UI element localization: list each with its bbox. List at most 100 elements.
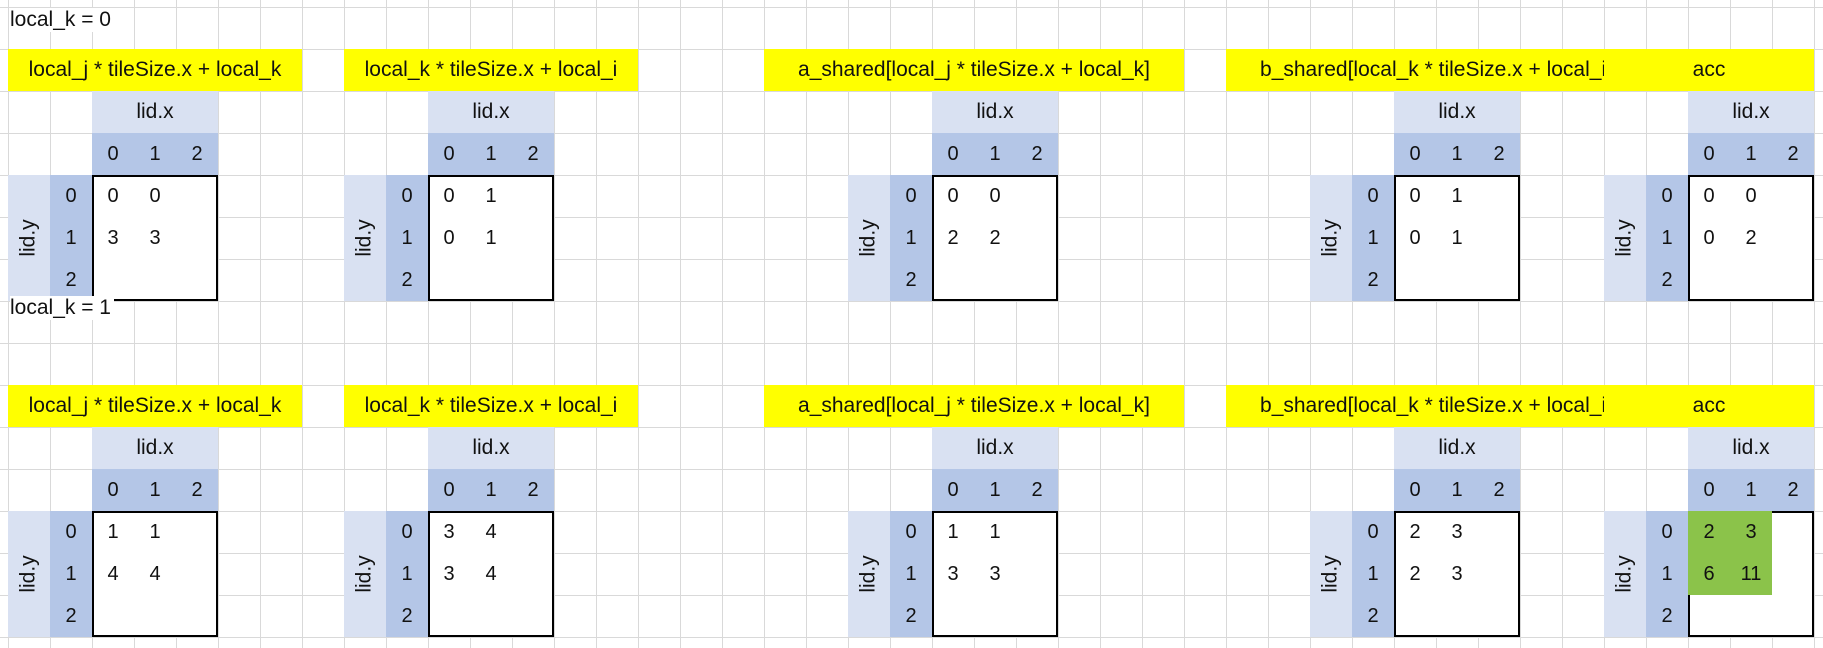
value-cell[interactable] — [974, 595, 1016, 637]
value-cell[interactable]: 4 — [107, 562, 119, 585]
value-cell[interactable] — [1688, 595, 1730, 637]
column-header-cell[interactable]: 0 — [428, 469, 470, 511]
value-cell[interactable] — [92, 259, 134, 301]
panel-title[interactable]: a_shared[local_j * tileSize.x + local_k] — [764, 49, 1184, 91]
lid-y-header[interactable]: lid.y — [8, 175, 50, 301]
column-header-cell[interactable]: 0 — [1688, 133, 1730, 175]
value-cell[interactable]: 2 — [1409, 562, 1421, 585]
lid-x-header[interactable]: lid.x — [932, 427, 1058, 469]
value-cell[interactable]: 3 — [107, 226, 119, 249]
lid-x-header[interactable]: lid.x — [428, 91, 554, 133]
column-header-cell[interactable]: 1 — [134, 133, 176, 175]
value-cell[interactable]: 3 — [1451, 562, 1463, 585]
value-cell[interactable] — [1016, 259, 1058, 301]
column-header-cell[interactable]: 0 — [428, 133, 470, 175]
panel-title[interactable]: local_k * tileSize.x + local_i — [344, 49, 638, 91]
column-header-cell[interactable]: 2 — [1772, 469, 1814, 511]
value-cell[interactable] — [1436, 259, 1478, 301]
column-header-cell[interactable]: 1 — [1730, 133, 1772, 175]
row-header-cell[interactable]: 1 — [1646, 217, 1688, 259]
value-cell[interactable] — [1772, 511, 1814, 553]
value-cell[interactable]: 2 — [989, 226, 1001, 249]
value-cell[interactable]: 6 — [1688, 553, 1730, 595]
value-cell[interactable]: 1 — [107, 520, 119, 543]
value-cell[interactable] — [1478, 175, 1520, 217]
column-header-cell[interactable]: 1 — [1436, 133, 1478, 175]
row-header-cell[interactable]: 1 — [1646, 553, 1688, 595]
value-cell[interactable] — [1730, 595, 1772, 637]
value-cell[interactable] — [1478, 595, 1520, 637]
value-cell[interactable]: 0 — [947, 184, 959, 207]
row-header-cell[interactable]: 0 — [386, 511, 428, 553]
column-header-cell[interactable]: 1 — [974, 469, 1016, 511]
lid-y-header[interactable]: lid.y — [344, 511, 386, 637]
column-header-cell[interactable]: 2 — [1016, 469, 1058, 511]
column-header-cell[interactable]: 0 — [92, 133, 134, 175]
column-header-cell[interactable]: 2 — [1772, 133, 1814, 175]
value-cell[interactable]: 1 — [485, 226, 497, 249]
row-header-cell[interactable]: 2 — [50, 595, 92, 637]
lid-y-header[interactable]: lid.y — [1310, 175, 1352, 301]
panel-title[interactable]: local_j * tileSize.x + local_k — [8, 49, 302, 91]
value-cell[interactable]: 2 — [1688, 511, 1730, 553]
lid-y-header[interactable]: lid.y — [344, 175, 386, 301]
row-header-cell[interactable]: 2 — [386, 259, 428, 301]
value-cell[interactable]: 0 — [1703, 184, 1715, 207]
lid-y-header[interactable]: lid.y — [848, 175, 890, 301]
value-cell[interactable] — [1772, 595, 1814, 637]
value-cell[interactable] — [1772, 259, 1814, 301]
column-header-cell[interactable]: 2 — [1478, 469, 1520, 511]
value-cell[interactable]: 1 — [485, 184, 497, 207]
value-cell[interactable] — [428, 595, 470, 637]
value-cell[interactable]: 4 — [485, 520, 497, 543]
value-cell[interactable]: 0 — [1745, 184, 1757, 207]
value-cell[interactable] — [176, 511, 218, 553]
column-header-cell[interactable]: 2 — [512, 469, 554, 511]
value-cell[interactable] — [1016, 175, 1058, 217]
value-cell[interactable] — [512, 217, 554, 259]
value-cell[interactable]: 0 — [1409, 184, 1421, 207]
row-header-cell[interactable]: 2 — [50, 259, 92, 301]
value-cell[interactable]: 1 — [989, 520, 1001, 543]
value-cell[interactable]: 3 — [1451, 520, 1463, 543]
panel-title[interactable]: acc — [1604, 385, 1814, 427]
row-header-cell[interactable]: 0 — [50, 511, 92, 553]
value-cell[interactable] — [176, 553, 218, 595]
row-header-cell[interactable]: 0 — [1646, 175, 1688, 217]
value-cell[interactable] — [512, 175, 554, 217]
value-cell[interactable] — [176, 595, 218, 637]
row-header-cell[interactable]: 1 — [1352, 553, 1394, 595]
value-cell[interactable] — [1394, 595, 1436, 637]
column-header-cell[interactable]: 2 — [1016, 133, 1058, 175]
row-header-cell[interactable]: 0 — [1352, 511, 1394, 553]
value-cell[interactable] — [92, 595, 134, 637]
row-header-cell[interactable]: 2 — [890, 595, 932, 637]
panel-title[interactable]: b_shared[local_k * tileSize.x + local_i] — [1226, 385, 1646, 427]
value-cell[interactable]: 11 — [1730, 553, 1772, 595]
value-cell[interactable] — [512, 595, 554, 637]
value-cell[interactable]: 1 — [149, 520, 161, 543]
value-cell[interactable] — [512, 553, 554, 595]
value-cell[interactable] — [932, 259, 974, 301]
row-header-cell[interactable]: 0 — [50, 175, 92, 217]
row-header-cell[interactable]: 1 — [890, 553, 932, 595]
value-cell[interactable]: 4 — [485, 562, 497, 585]
value-cell[interactable]: 0 — [149, 184, 161, 207]
column-header-cell[interactable]: 2 — [176, 469, 218, 511]
value-cell[interactable] — [512, 511, 554, 553]
lid-y-header[interactable]: lid.y — [1310, 511, 1352, 637]
column-header-cell[interactable]: 0 — [1688, 469, 1730, 511]
value-cell[interactable] — [1478, 553, 1520, 595]
lid-x-header[interactable]: lid.x — [1394, 91, 1520, 133]
column-header-cell[interactable]: 2 — [1478, 133, 1520, 175]
row-header-cell[interactable]: 1 — [50, 553, 92, 595]
lid-y-header[interactable]: lid.y — [8, 511, 50, 637]
lid-x-header[interactable]: lid.x — [1688, 91, 1814, 133]
value-cell[interactable] — [470, 259, 512, 301]
row-header-cell[interactable]: 0 — [890, 175, 932, 217]
value-cell[interactable]: 0 — [443, 226, 455, 249]
column-header-cell[interactable]: 2 — [512, 133, 554, 175]
value-cell[interactable]: 0 — [1409, 226, 1421, 249]
lid-x-header[interactable]: lid.x — [92, 427, 218, 469]
value-cell[interactable]: 3 — [443, 520, 455, 543]
